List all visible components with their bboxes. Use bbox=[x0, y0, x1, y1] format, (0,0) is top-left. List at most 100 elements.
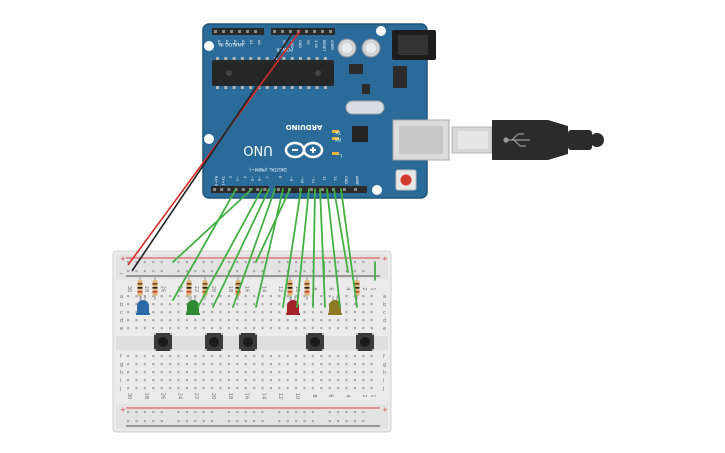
column-number: 6 bbox=[328, 394, 334, 397]
resistor[interactable] bbox=[304, 276, 310, 300]
reset-button-cap[interactable] bbox=[400, 174, 412, 186]
breadboard-hole bbox=[185, 261, 188, 264]
breadboard-hole bbox=[261, 411, 264, 414]
chip-leg bbox=[249, 86, 253, 89]
breadboard-hole bbox=[152, 371, 155, 374]
resistor[interactable] bbox=[287, 276, 293, 300]
rail-plus-label: + bbox=[382, 255, 388, 263]
signal-wire[interactable] bbox=[333, 188, 349, 273]
breadboard-hole bbox=[286, 420, 289, 423]
breadboard-hole bbox=[320, 363, 323, 366]
pushbutton[interactable] bbox=[356, 333, 374, 351]
digital-pin-label: 8 bbox=[278, 176, 282, 178]
breadboard-hole bbox=[320, 355, 323, 358]
signal-wire[interactable] bbox=[172, 188, 253, 263]
breadboard-hole bbox=[127, 355, 130, 358]
breadboard-hole bbox=[227, 303, 230, 306]
signal-wire[interactable] bbox=[326, 188, 341, 308]
ground-wire[interactable] bbox=[131, 30, 295, 272]
breadboard-hole bbox=[160, 420, 163, 423]
breadboard-hole bbox=[337, 261, 340, 264]
chip-leg bbox=[282, 86, 286, 89]
header-pin bbox=[254, 30, 257, 33]
signal-wire[interactable] bbox=[255, 188, 291, 263]
breadboard-hole bbox=[152, 379, 155, 382]
signal-wire[interactable] bbox=[255, 188, 284, 308]
pushbutton[interactable] bbox=[205, 333, 223, 351]
breadboard-hole bbox=[345, 270, 348, 273]
signal-wire[interactable] bbox=[282, 188, 302, 308]
breadboard-hole bbox=[160, 311, 163, 314]
breadboard-hole bbox=[311, 311, 314, 314]
blue-led[interactable] bbox=[136, 296, 150, 315]
breadboard-hole bbox=[160, 379, 163, 382]
breadboard-hole bbox=[152, 363, 155, 366]
breadboard-hole bbox=[169, 363, 172, 366]
pushbutton[interactable] bbox=[306, 333, 324, 351]
power-wire-5v[interactable] bbox=[127, 30, 301, 266]
resistor[interactable] bbox=[152, 276, 158, 300]
header-pin bbox=[222, 30, 225, 33]
breadboard-hole bbox=[253, 363, 256, 366]
signal-wire[interactable] bbox=[197, 188, 263, 308]
breadboard-hole bbox=[236, 420, 239, 423]
breadboard-hole bbox=[311, 319, 314, 322]
analog-pin-label: A0 bbox=[257, 40, 261, 45]
red-led[interactable] bbox=[286, 296, 300, 315]
column-number: 22 bbox=[193, 286, 199, 292]
signal-wire[interactable] bbox=[296, 188, 310, 308]
arduino-board[interactable]: ANALOG IN POWER IOREFRESET3.3V5VGNDGNDVi… bbox=[202, 23, 450, 199]
pushbutton[interactable] bbox=[239, 333, 257, 351]
signal-wire[interactable] bbox=[172, 188, 237, 301]
power-pin-label: 5V bbox=[306, 40, 310, 45]
breadboard-hole bbox=[286, 261, 289, 264]
breadboard-hole bbox=[244, 261, 247, 264]
usb-cable[interactable] bbox=[451, 120, 604, 160]
usb-strain-relief bbox=[568, 130, 592, 150]
breadboard-hole bbox=[286, 319, 289, 322]
breadboard-hole bbox=[194, 319, 197, 322]
resistor[interactable] bbox=[186, 276, 192, 300]
breadboard-hole bbox=[286, 371, 289, 374]
signal-wire[interactable] bbox=[340, 188, 358, 308]
breadboard-hole bbox=[261, 311, 264, 314]
column-number: 18 bbox=[227, 393, 233, 399]
breadboard-hole bbox=[194, 411, 197, 414]
signal-wire[interactable] bbox=[212, 188, 270, 308]
pushbutton[interactable] bbox=[154, 333, 172, 351]
breadboard-hole bbox=[143, 387, 146, 390]
signal-wire[interactable] bbox=[312, 188, 316, 308]
breadboard-hole bbox=[295, 355, 298, 358]
breadboard-hole bbox=[211, 319, 214, 322]
breadboard-hole bbox=[236, 387, 239, 390]
breadboard-hole bbox=[202, 327, 205, 330]
breadboard-hole bbox=[345, 311, 348, 314]
breadboard-hole bbox=[261, 261, 264, 264]
chip-notch bbox=[226, 70, 232, 76]
breadboard-hole bbox=[311, 327, 314, 330]
column-number: 1 bbox=[370, 287, 376, 290]
green-led[interactable] bbox=[186, 296, 200, 315]
row-letter: h bbox=[383, 370, 386, 376]
breadboard-hole bbox=[353, 327, 356, 330]
breadboard-hole bbox=[345, 355, 348, 358]
capacitor-top bbox=[366, 43, 376, 53]
resistor[interactable] bbox=[137, 276, 143, 300]
breadboard-hole bbox=[311, 387, 314, 390]
yellow-led[interactable] bbox=[328, 296, 342, 315]
breadboard-hole bbox=[227, 270, 230, 273]
breadboard-hole bbox=[244, 295, 247, 298]
breadboard-hole bbox=[127, 327, 130, 330]
breadboard-hole bbox=[160, 371, 163, 374]
breadboard-hole bbox=[370, 371, 373, 374]
breadboard-hole bbox=[253, 303, 256, 306]
breadboard-hole bbox=[320, 295, 323, 298]
signal-wire[interactable] bbox=[319, 188, 326, 308]
usb-b-socket-inner bbox=[399, 126, 443, 154]
breadboard-hole bbox=[152, 270, 155, 273]
signal-wire[interactable] bbox=[232, 188, 276, 308]
breadboard-hole bbox=[185, 420, 188, 423]
analog-in-label: ANALOG IN bbox=[219, 41, 244, 47]
breadboard-hole bbox=[244, 379, 247, 382]
